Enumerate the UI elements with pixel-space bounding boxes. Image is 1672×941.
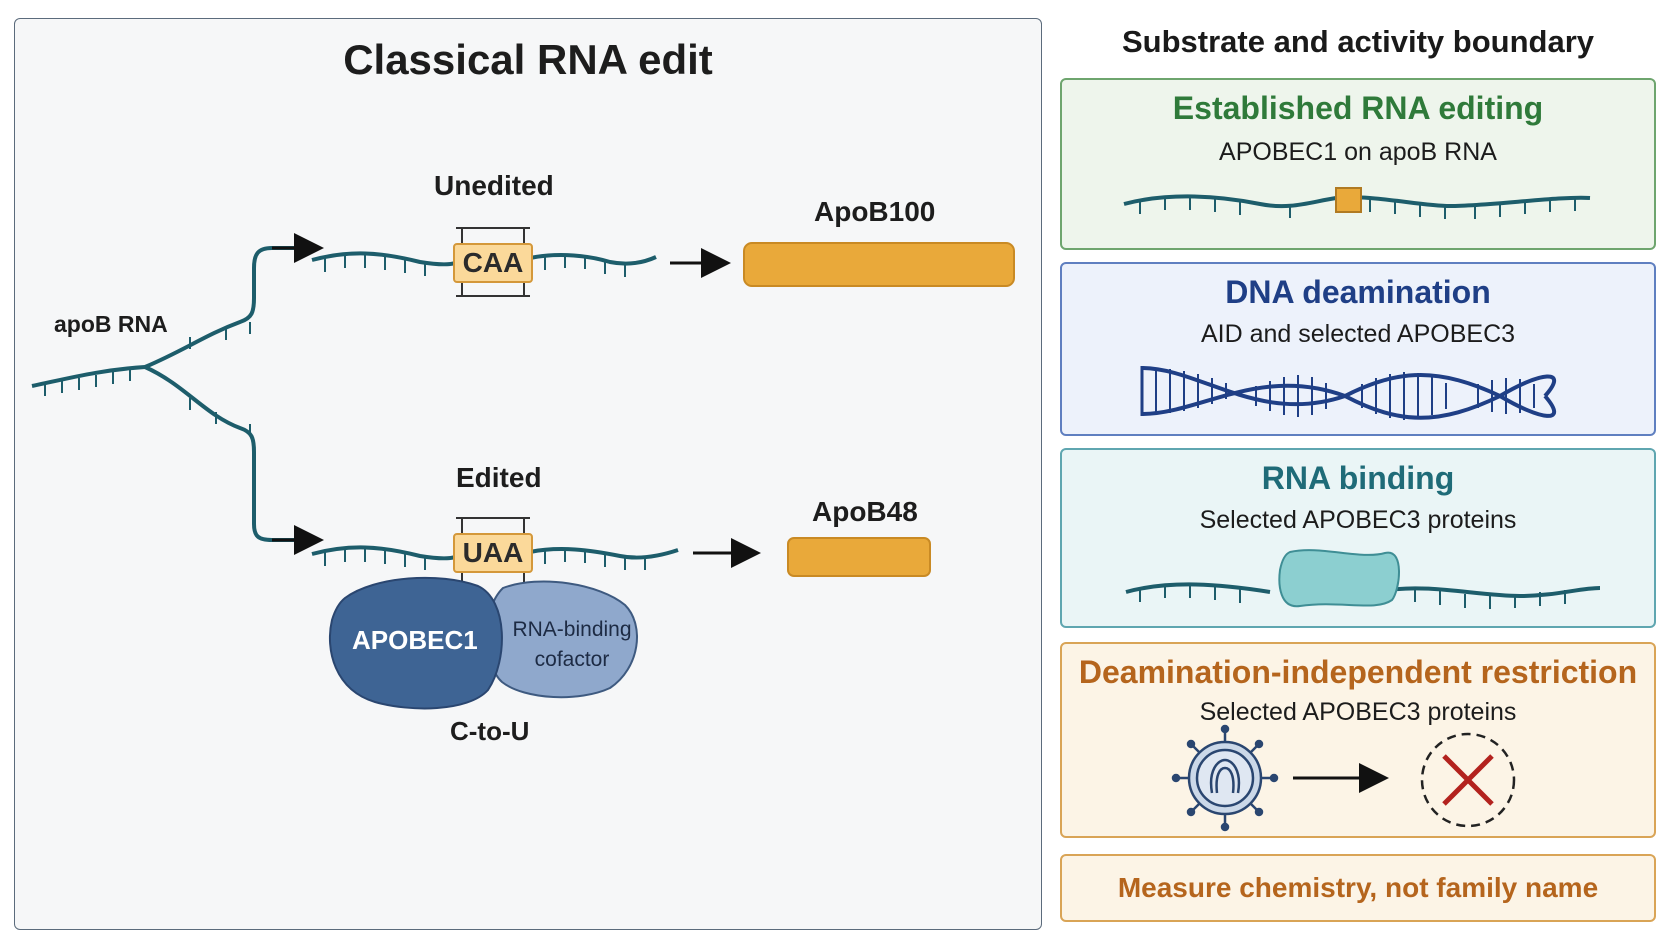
apob48-protein-bar xyxy=(787,537,931,577)
card-title-deamination-independent: Deamination-independent restriction xyxy=(1078,654,1638,690)
source-strand xyxy=(31,246,312,542)
apob100-protein-bar xyxy=(743,242,1015,287)
apob100-label: ApoB100 xyxy=(814,196,936,227)
right-heading: Substrate and activity boundary xyxy=(1122,24,1594,59)
bound-protein-blob xyxy=(1278,549,1400,608)
unedited-codon-bracket xyxy=(456,227,530,297)
edit-site-marker xyxy=(1335,187,1362,213)
cofactor-label-line1: RNA-binding xyxy=(512,618,632,641)
footer-text: Measure chemistry, not family name xyxy=(1117,872,1599,903)
rna-edit-panel xyxy=(14,18,1042,930)
virus-icon xyxy=(1171,724,1279,832)
unedited-codon: CAA xyxy=(462,247,524,278)
card-subtitle-rna-binding: Selected APOBEC3 proteins xyxy=(1199,506,1517,534)
c-to-u-label: C-to-U xyxy=(450,716,530,746)
apob-rna-label: apoB RNA xyxy=(54,311,168,337)
apob48-label: ApoB48 xyxy=(812,496,918,527)
card-subtitle-deamination-independent: Selected APOBEC3 proteins xyxy=(1199,698,1517,726)
edited-codon-box xyxy=(453,533,533,573)
restricted-cross-icon xyxy=(1420,732,1516,828)
card-title-rna-binding: RNA binding xyxy=(1261,460,1455,496)
apobec1-blob xyxy=(328,576,503,710)
dna-helix-icon xyxy=(1140,366,1557,420)
panel-title: Classical RNA edit xyxy=(343,36,713,83)
apobec1-label: APOBEC1 xyxy=(352,625,478,655)
edited-label: Edited xyxy=(456,462,542,493)
rna-binding-strand xyxy=(1125,582,1601,609)
card-subtitle-dna-deamination: AID and selected APOBEC3 xyxy=(1200,320,1516,348)
card-title-rna-editing: Established RNA editing xyxy=(1172,90,1544,126)
edited-strand xyxy=(311,545,679,570)
unedited-codon-box xyxy=(453,243,533,283)
card-title-dna-deamination: DNA deamination xyxy=(1225,274,1491,310)
cofactor-label-line2: cofactor xyxy=(534,648,610,671)
unedited-label: Unedited xyxy=(434,170,554,201)
card-subtitle-rna-editing: APOBEC1 on apoB RNA xyxy=(1219,138,1497,166)
unedited-strand xyxy=(311,251,657,277)
edited-codon: UAA xyxy=(462,537,524,568)
